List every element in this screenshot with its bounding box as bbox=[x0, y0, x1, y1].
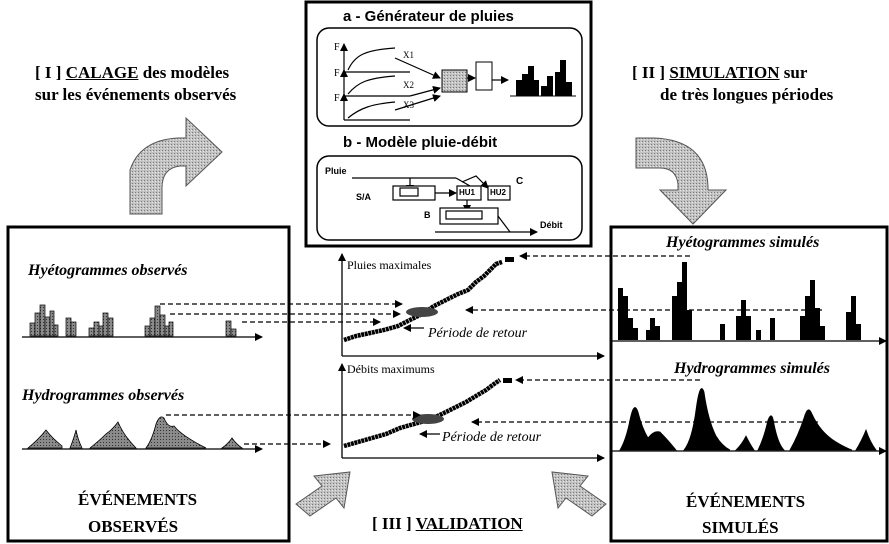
generator-title: a - Générateur de pluies bbox=[343, 8, 514, 25]
validation-arrow-left bbox=[295, 471, 351, 517]
observed-footer-line1: ÉVÉNEMENTS bbox=[78, 490, 198, 509]
observed-hydrograms bbox=[26, 416, 244, 449]
return-period-arrows bbox=[403, 324, 440, 438]
top-plot-highlight bbox=[406, 307, 438, 317]
observed-hyeto-title: Hyétogrammes observés bbox=[28, 262, 188, 279]
hu2-label: HU2 bbox=[490, 188, 507, 197]
flow-output-label: Débit bbox=[540, 220, 563, 230]
rainfall-runoff-title: b - Modèle pluie-débit bbox=[343, 134, 498, 151]
generated-rainfall-bars bbox=[510, 60, 576, 97]
rainfall-runoff-panel bbox=[316, 155, 583, 241]
top-plot-top-point bbox=[505, 257, 514, 262]
observed-hydro-title: Hydrogrammes observés bbox=[22, 387, 185, 404]
calage-caption: [ I ] CALAGE des modèles bbox=[35, 63, 230, 82]
b-label: B bbox=[424, 210, 431, 220]
hu1-label: HU1 bbox=[459, 188, 476, 197]
generator-process-box bbox=[441, 69, 468, 93]
axis-label-f-3: F bbox=[334, 93, 340, 104]
top-plot-xlabel: Période de retour bbox=[428, 326, 528, 341]
simulated-hydro-title: Hydrogrammes simulés bbox=[674, 360, 831, 377]
simulated-hydrograms bbox=[619, 388, 877, 451]
simulated-footer-line1: ÉVÉNEMENTS bbox=[686, 492, 806, 511]
simulation-caption-line2: de très longues périodes bbox=[660, 85, 834, 104]
simulation-caption: [ II ] SIMULATION sur bbox=[632, 63, 808, 82]
axis-label-f-1: F bbox=[334, 42, 340, 53]
observed-events-panel bbox=[6, 225, 291, 543]
validation-arrow-right bbox=[551, 471, 607, 517]
axis-label-f-2: F bbox=[334, 68, 340, 79]
observed-footer-line2: OBSERVÉS bbox=[88, 517, 179, 536]
calage-caption-line2: sur les événements observés bbox=[35, 85, 237, 104]
c-label: C bbox=[516, 176, 524, 187]
x-label-1: X1 bbox=[403, 50, 414, 60]
observed-hyetograms bbox=[29, 304, 237, 337]
rain-input-label: Pluie bbox=[325, 166, 347, 176]
generator-output-box bbox=[475, 61, 493, 91]
bottom-plot-ylabel: Débits maximums bbox=[347, 362, 435, 376]
sa-label: S/A bbox=[356, 192, 372, 202]
top-plot-ylabel: Pluies maximales bbox=[347, 258, 432, 272]
bottom-plot-xlabel: Période de retour bbox=[442, 430, 542, 445]
x-label-2: X2 bbox=[403, 80, 414, 90]
distribution-curves bbox=[340, 43, 509, 121]
simulated-events-panel bbox=[609, 225, 889, 543]
simulated-hyeto-title: Hyétogrammes simulés bbox=[666, 234, 820, 251]
bottom-plot-top-point bbox=[503, 378, 512, 383]
dashed-connectors bbox=[160, 252, 822, 448]
rainfall-runoff-schematic bbox=[352, 175, 538, 236]
top-plot-curve bbox=[343, 259, 503, 343]
x-label-3: X3 bbox=[403, 100, 414, 110]
validation-caption: [ III ] VALIDATION bbox=[372, 514, 523, 533]
simulated-footer-line2: SIMULÉS bbox=[702, 518, 779, 537]
simulation-arrow bbox=[635, 137, 728, 225]
calage-arrow bbox=[129, 116, 223, 215]
